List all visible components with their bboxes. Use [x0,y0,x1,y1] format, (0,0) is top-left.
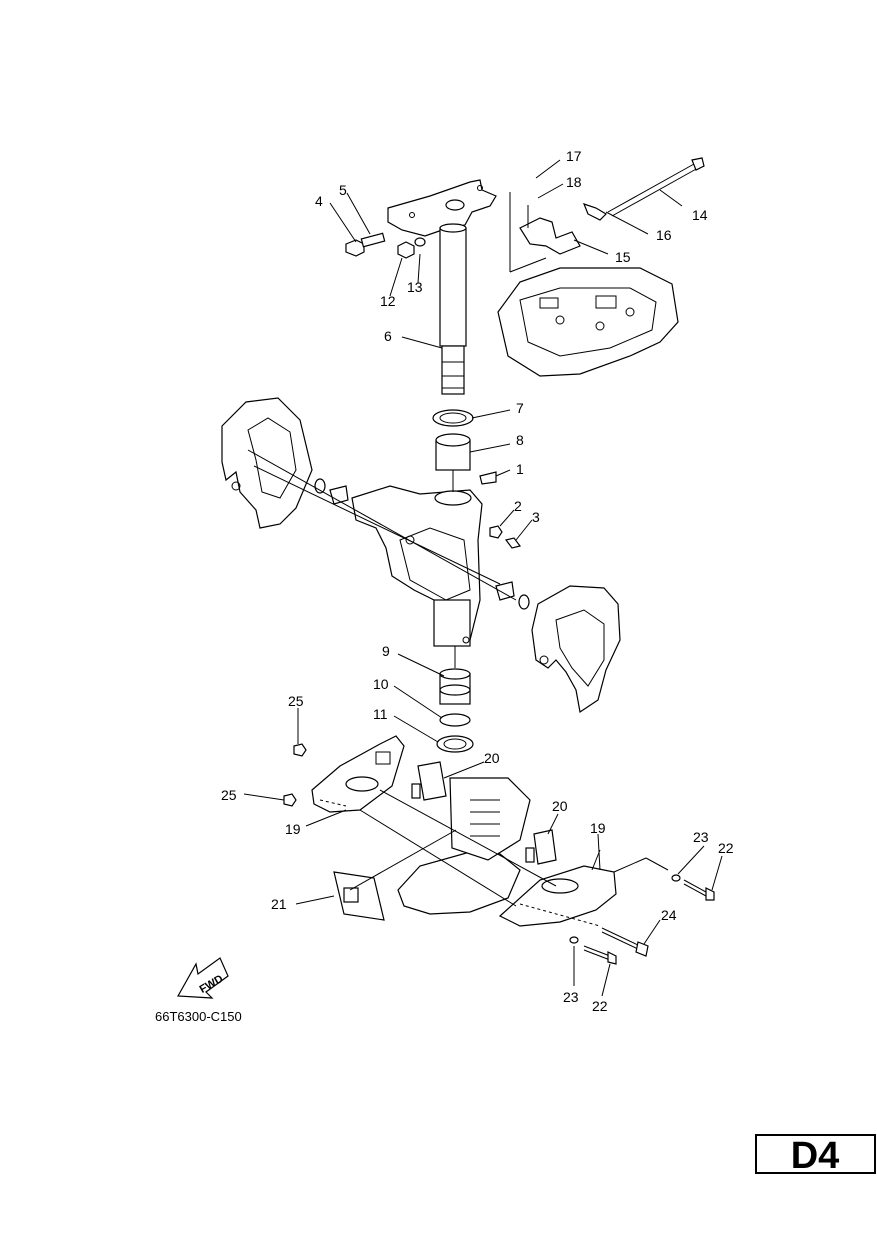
callout-24: 24 [661,907,677,923]
callout-20b: 20 [552,798,568,814]
callout-16: 16 [656,227,672,243]
callout-25a: 25 [288,693,304,709]
callout-19b: 19 [590,820,606,836]
leader-lines [243,159,723,997]
washer-and-bolt-parts [314,478,530,610]
lower-bushing-parts [436,668,474,753]
callout-2: 2 [514,498,522,514]
callout-14: 14 [692,207,708,223]
clamp-bracket-left-part [221,397,313,529]
callout-23b: 23 [563,989,579,1005]
callout-9: 9 [382,643,390,659]
lower-mount-left-part [311,735,405,813]
page-label-box: D4 [755,1134,876,1177]
callout-5: 5 [339,182,347,198]
callout-19a: 19 [285,821,301,837]
steering-shaft-part [439,223,467,395]
bushing-parts [432,409,497,485]
callout-7: 7 [516,400,524,416]
callout-18: 18 [566,174,582,190]
callout-22a: 22 [718,840,734,856]
callout-11: 11 [373,706,388,722]
rubber-mount-parts [333,761,557,921]
nut-and-stud-parts [345,232,426,259]
callout-10: 10 [373,676,389,692]
callout-3: 3 [532,509,540,525]
callout-20a: 20 [484,750,500,766]
callout-17: 17 [566,148,582,164]
swivel-bracket-part [351,485,483,647]
long-bolt-part [607,157,705,217]
page-label: D4 [791,1135,840,1177]
mount-bolts-parts [283,743,715,965]
callout-1: 1 [516,461,524,477]
lower-mount-right-part [498,849,617,927]
callout-13: 13 [407,279,423,295]
fwd-arrow-icon: FWD [177,957,229,999]
callout-6: 6 [384,328,392,344]
callout-12: 12 [380,293,396,309]
steering-arm-part [387,179,497,237]
callout-23a: 23 [693,829,709,845]
callout-22b: 22 [592,998,608,1014]
throttle-link-bracket-part [519,203,607,255]
callout-8: 8 [516,432,524,448]
callout-21: 21 [271,896,287,912]
callout-15: 15 [615,249,631,265]
bottom-cowling-part [497,267,679,377]
diagram-code: 66T6300-C150 [155,1009,242,1024]
callout-25b: 25 [221,787,237,803]
clamp-bracket-right-part [531,585,621,714]
callout-4: 4 [315,193,323,209]
